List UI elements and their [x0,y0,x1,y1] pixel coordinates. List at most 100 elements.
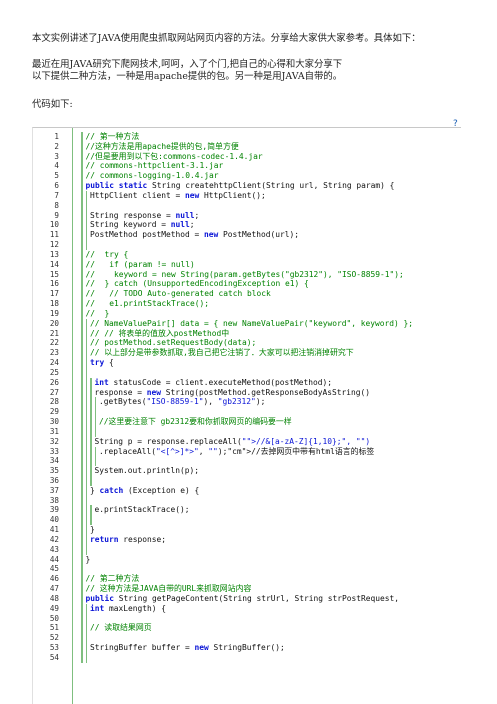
code-text: //这里要注意下 gb2312要和你抓取网页的编码要一样 [99,417,292,427]
indent-guide [90,436,92,447]
indent-guide [81,515,83,526]
code-text: // if (param != null) [85,259,195,269]
code-row [81,426,461,437]
code-row: public static String createhttpClient(St… [81,181,461,191]
indent-guide [85,603,87,614]
line-number: 29 [49,407,59,417]
code-row: // keyword = new String(param.getBytes("… [81,269,461,280]
indent-guide [85,534,87,545]
indent-guide [85,358,87,368]
indent-guide [94,397,96,408]
intro-line-2: 最近在用JAVA研究下爬网技术,呵呵，入了个门,把自己的心得和大家分享下 [32,59,343,70]
indent-guide [81,240,83,250]
indent-guide [90,466,92,476]
code-text: // 读取结果网页 [90,623,152,633]
indent-guide [81,613,83,624]
indent-guide [85,446,87,457]
line-number: 6 [54,181,59,191]
code-row: // commons-logging-1.0.4.jar [81,171,461,182]
line-number: 24 [49,358,59,368]
indent-guide [81,308,83,319]
line-number: 32 [49,436,59,446]
help-icon[interactable]: ? [453,119,458,129]
code-row [81,200,461,211]
code-row: .replaceAll("<[^>]*>", "");"cm">//去掉网页中带… [81,446,461,457]
code-row: response = new String(postMethod.getResp… [81,387,461,398]
indent-guide [85,210,87,221]
line-number: 25 [49,367,59,377]
code-text: //这种方法是用apache提供的包,简单方便 [85,141,239,151]
line-number: 33 [49,446,59,456]
code-row: .getBytes("ISO-8859-1"), "gb2312"); [81,397,461,408]
indent-guide [81,643,83,653]
indent-guide [85,407,87,418]
indent-guide [81,623,83,634]
code-text: PostMethod postMethod = new PostMethod(u… [90,230,300,240]
line-number: 21 [49,328,59,338]
code-row: String keyword = null; [81,220,461,231]
line-number: 16 [49,279,59,289]
line-number: 31 [49,426,59,436]
indent-guide [85,623,87,634]
code-text: // commons-logging-1.0.4.jar [85,171,219,181]
indent-guide [81,210,83,221]
code-text: } [90,525,95,535]
indent-guide [85,426,87,437]
indent-guide [85,505,87,516]
line-number: 53 [49,643,59,653]
indent-guide [90,387,92,398]
code-row: HttpClient client = new HttpClient(); [81,190,461,201]
indent-guide [81,593,83,604]
code-row: String p = response.replaceAll("">//&[a-… [81,436,461,447]
code-text: String response = null; [90,210,200,220]
indent-guide [90,407,92,418]
code-text: StringBuffer buffer = new StringBuffer()… [90,643,285,653]
line-number: 48 [49,593,59,603]
indent-guide [85,328,87,339]
code-row: return response; [81,534,461,545]
indent-guide [94,417,96,427]
indent-guide [90,515,92,526]
indent-guide [85,190,87,201]
code-text: String p = response.replaceAll("">//&[a-… [94,436,371,446]
indent-guide [81,564,83,575]
indent-guide [81,387,83,398]
code-row: } [81,554,461,565]
line-number: 43 [49,544,59,554]
indent-guide [81,446,83,457]
code-row: // // TODO Auto-generated catch block [81,289,461,300]
code-row: // NameValuePair[] data = { new NameValu… [81,318,461,329]
indent-guide [81,141,83,152]
line-number: 8 [54,200,59,210]
indent-guide [81,190,83,201]
indent-guide [90,446,92,457]
code-text: // 第二种方法 [85,574,140,584]
indent-guide [81,289,83,300]
indent-guide [85,515,87,526]
indent-guide [81,367,83,378]
indent-guide [85,633,87,644]
line-number: 52 [49,633,59,643]
code-row: // commons-httpclient-3.1.jar [81,161,461,172]
line-number: 45 [49,564,59,574]
code-text: System.out.println(p); [94,466,200,476]
indent-guide [85,544,87,555]
indent-guide [81,574,83,585]
line-number: 22 [49,338,59,348]
indent-guide [81,426,83,437]
indent-guide [81,181,83,191]
code-row [81,652,461,663]
indent-guide [85,200,87,211]
code-text: } catch (Exception e) { [90,485,200,495]
indent-guide [81,554,83,565]
indent-guide [81,485,83,496]
line-number: 15 [49,269,59,279]
code-text: response = new String(postMethod.getResp… [94,387,371,397]
line-number: 47 [49,584,59,594]
indent-guide [85,377,87,388]
code-text: // keyword = new String(param.getBytes("… [85,269,404,279]
code-text: //但是要用到以下包:commons-codec-1.4.jar [85,151,263,161]
code-text: .replaceAll("<[^>]*>", "");"cm">//去掉网页中带… [99,446,375,456]
code-text: // NameValuePair[] data = { new NameValu… [90,318,414,328]
code-row [81,240,461,250]
